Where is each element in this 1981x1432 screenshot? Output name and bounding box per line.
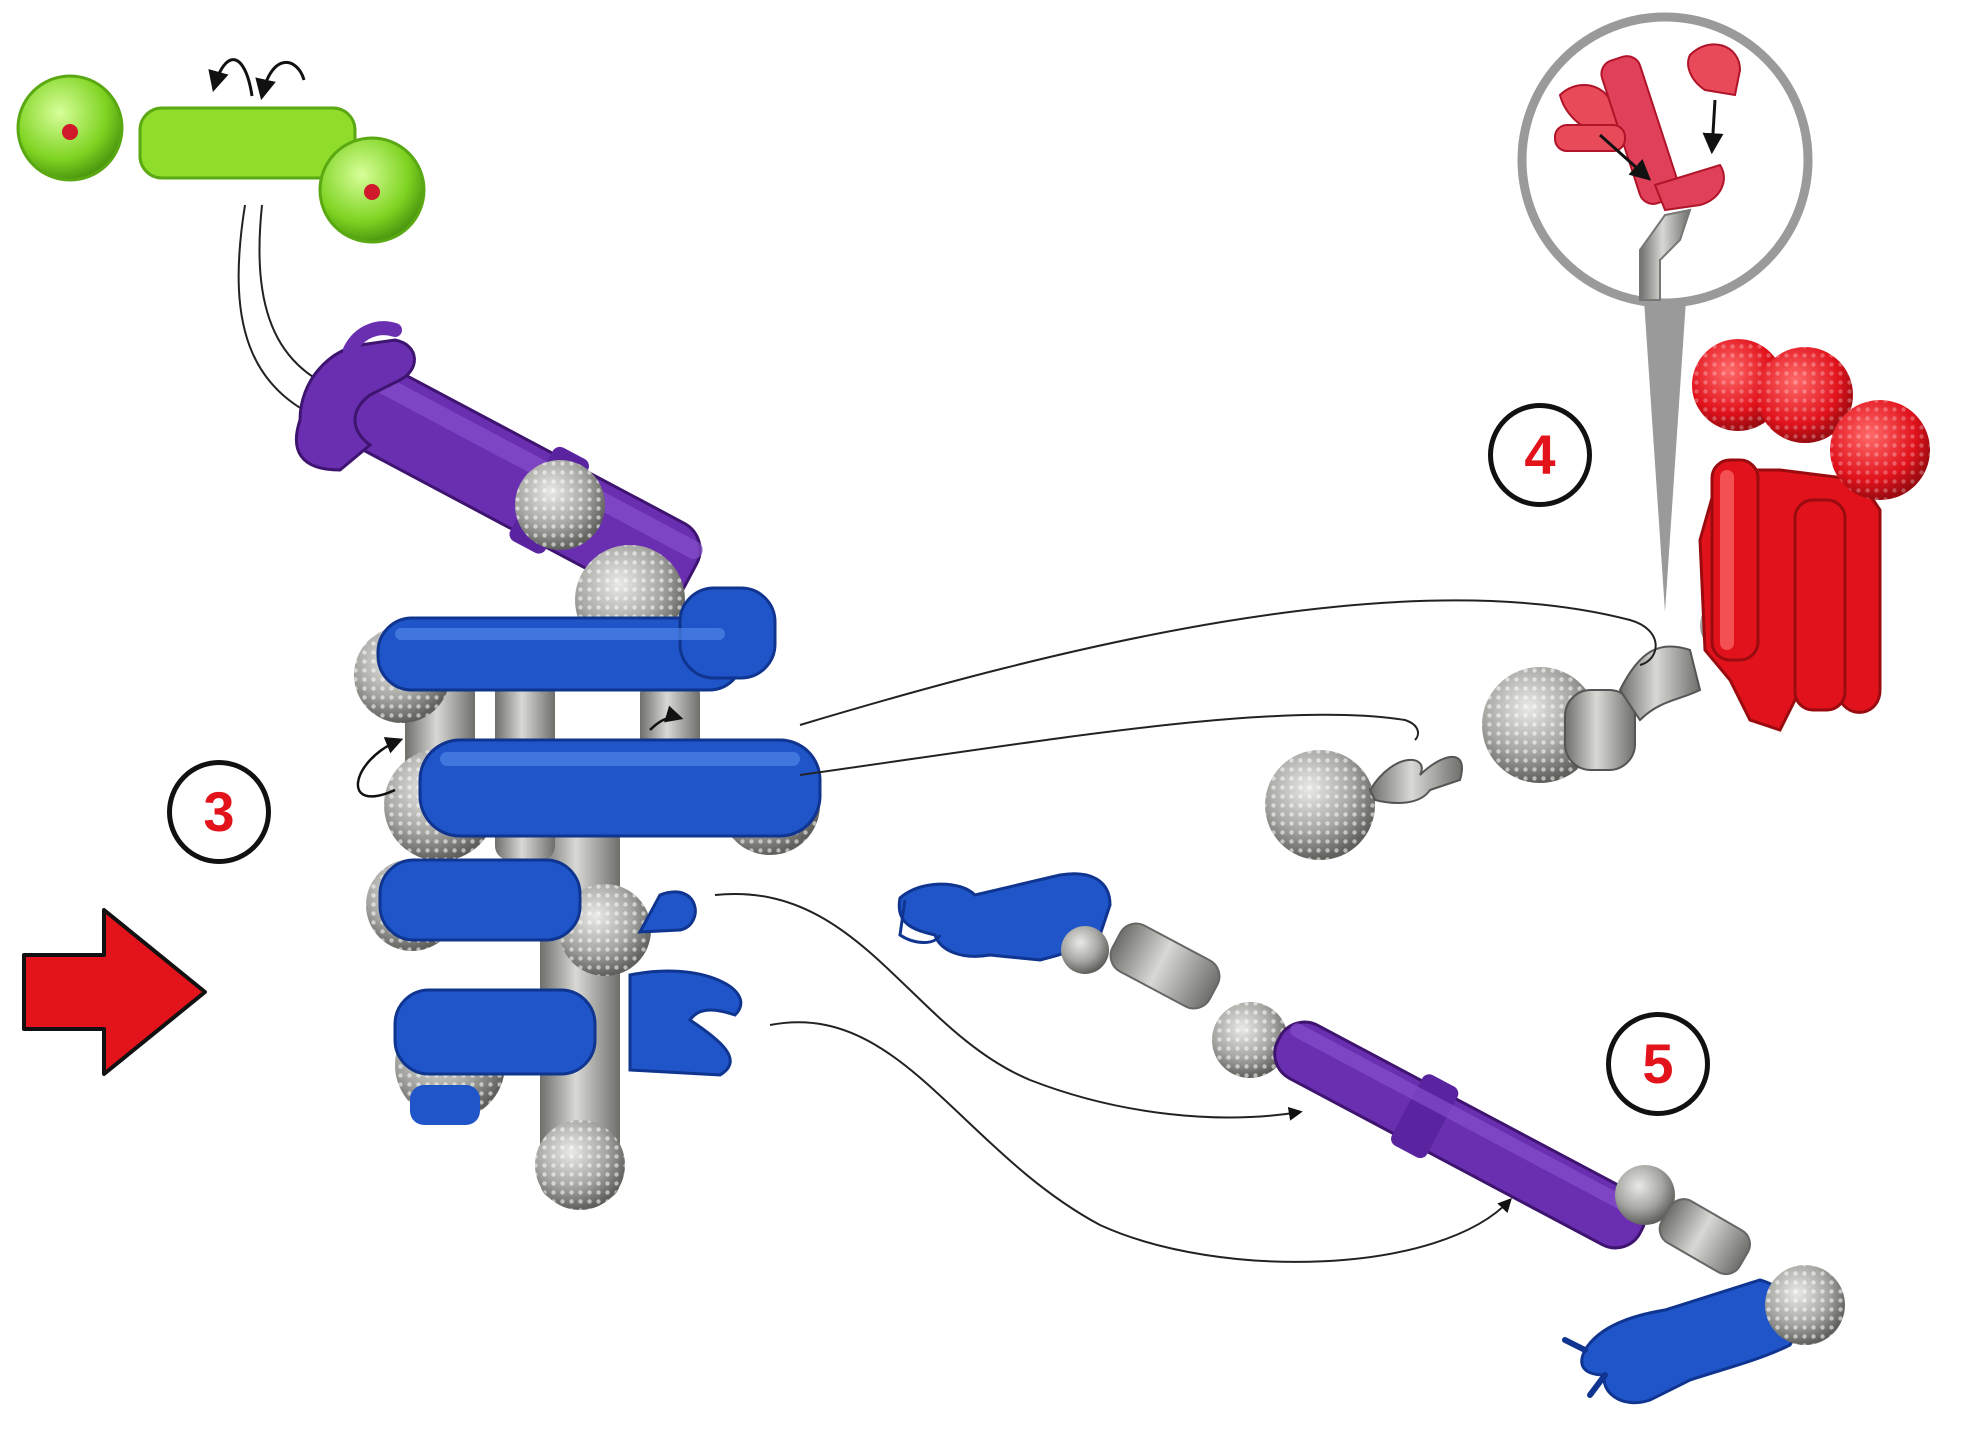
step-5-badge: 5 [1606,1012,1710,1116]
step-number: 5 [1642,1032,1674,1095]
connector-line-arm-b [799,713,1419,776]
step-number: 4 [1524,423,1556,486]
rotate-arrow-right [255,61,306,101]
step-number: 3 [203,780,235,843]
attach-arrow-assembly [649,705,684,731]
connector-line-step5-b [769,1021,1512,1263]
red-pointer-arrow [22,908,207,1076]
connector-line-step5-a [714,892,1303,1121]
green-connector-piece [16,74,426,244]
central-assembly [294,321,822,1210]
step-4-badge: 4 [1488,403,1592,507]
purple-arm-with-blue-claws [897,872,1845,1405]
metal-arm-with-red-claw [1265,339,1930,860]
connector-line-arm-a [799,599,1657,726]
step-3-badge: 3 [167,760,271,864]
rotate-arrow-assembly [356,737,404,798]
purple-claw [294,338,416,472]
zoom-detail-callout [1517,12,1813,612]
rotate-arrow-left [208,58,254,97]
